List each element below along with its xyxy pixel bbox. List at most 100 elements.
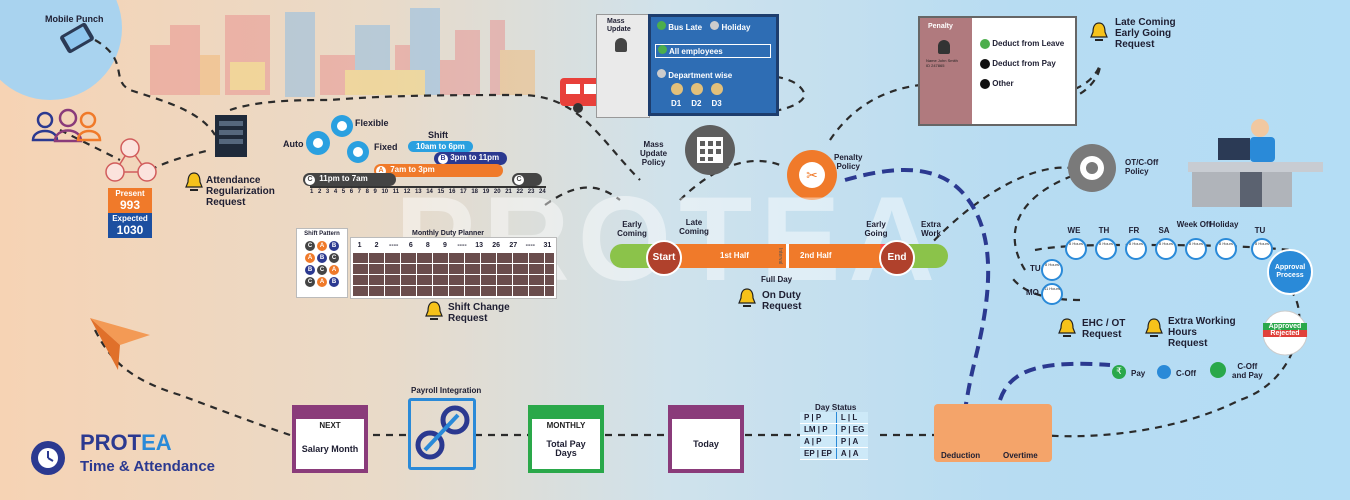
deduction-overtime-panel [934,404,1052,462]
shift-pattern-cell: C [317,265,327,275]
weekday-label: WE [1067,226,1081,235]
mobile-phone-icon [60,22,94,54]
day-status-cell: EP | EP [800,447,837,460]
shift-hour-axis [310,186,546,188]
department-wise-option[interactable]: Department wise [657,69,732,80]
deduct-from-leave-option[interactable]: Deduct from Leave [980,34,1064,54]
hour-tick: 16 [448,189,456,195]
shift-bar-c-end: C [512,173,542,186]
shift-pattern-cell: B [329,241,339,251]
approval-result-label: Approved Rejected [1263,323,1307,337]
planner-day-header: 27 [509,241,518,249]
expected-label: Expected [112,214,148,223]
weekday-hours: 8 Hours [1125,238,1147,260]
start-marker: Start [646,240,682,276]
hour-tick: 9 [373,189,377,195]
full-day-label: Full Day [761,275,793,284]
weekday-label: SA [1158,226,1170,235]
day-status-cell: P | EG [836,423,869,436]
brand-subtitle: Time & Attendance [80,458,216,475]
hour-tick: 4 [333,189,338,195]
weekday-label: Holiday [1209,220,1239,229]
weekday-label: TH [1098,226,1110,235]
weekday-hours: 8 Hours [1065,238,1087,260]
shift-bar-a: A 7am to 3pm [374,164,503,177]
deduct-from-pay-option[interactable]: Deduct from Pay [980,54,1064,74]
all-employees-option[interactable]: All employees [655,44,771,58]
coff-icon [1157,365,1171,379]
today-card: Today [668,405,744,473]
hour-tick: 15 [437,189,445,195]
mobile-punch-bubble [0,0,122,100]
ot-policy-gear-icon [1068,144,1116,192]
weekday-hours: 8 Hours [1155,238,1177,260]
planner-day-header: ---- [389,241,399,249]
shift-pattern-cell: A [317,241,327,251]
shift-bar-c: C 11pm to 7am [303,173,396,186]
pay-label: Pay [1131,369,1146,378]
weekday-hours: 8 Hours [1095,238,1117,260]
planner-day-header: 31 [543,241,552,249]
office-worker-illustration [1188,119,1323,207]
department-icons [671,83,723,95]
hour-tick: 13 [414,189,422,195]
shift-pattern-cell: A [317,277,327,287]
day-status-cell: P | P [800,412,837,424]
weekday-hours: 8 Hours [1251,238,1273,260]
early-coming-label: Early Coming [617,220,647,238]
hour-tick: 18 [471,189,479,195]
user-icon [615,38,627,52]
present-label: Present [115,189,145,198]
hour-tick: 23 [527,189,535,195]
planner-day-header: 13 [475,241,483,249]
attendance-counter: Present 993 Expected 1030 [108,188,152,238]
day-tu-label: TU [1030,264,1041,273]
day-status-cell: LM | P [800,423,837,436]
day-status-cell: L | L [836,412,869,424]
network-icon [105,138,157,182]
shift-flexible-label: Flexible [355,118,389,128]
monthly-duty-planner-label: Monthly Duty Planner [412,230,484,237]
bus-late-option[interactable]: Bus Late Holiday [657,21,750,32]
hour-tick: 22 [516,189,524,195]
bell-icon [425,301,443,321]
planner-day-header: ---- [457,241,467,249]
weekday-hours: 8 Hours [1185,238,1207,260]
hour-tick: 11 [392,189,400,195]
penalty-policy-gear-icon: ✂ [787,150,837,200]
planner-day-header: 6 [408,241,413,249]
hour-tick: 7 [357,189,361,195]
next-salary-month-card: NEXT Salary Month [292,405,368,473]
late-coming-label: Late Coming [679,218,709,236]
hour-tick: 3 [325,189,330,195]
pay-icon: ₹ [1112,365,1126,379]
overtime-label: Overtime [1003,451,1038,460]
server-icon [215,115,247,157]
shift-pattern-cell: B [329,277,339,287]
weekday-label: FR [1128,226,1140,235]
factory-illustration [150,8,535,97]
other-option[interactable]: Other [980,74,1064,94]
